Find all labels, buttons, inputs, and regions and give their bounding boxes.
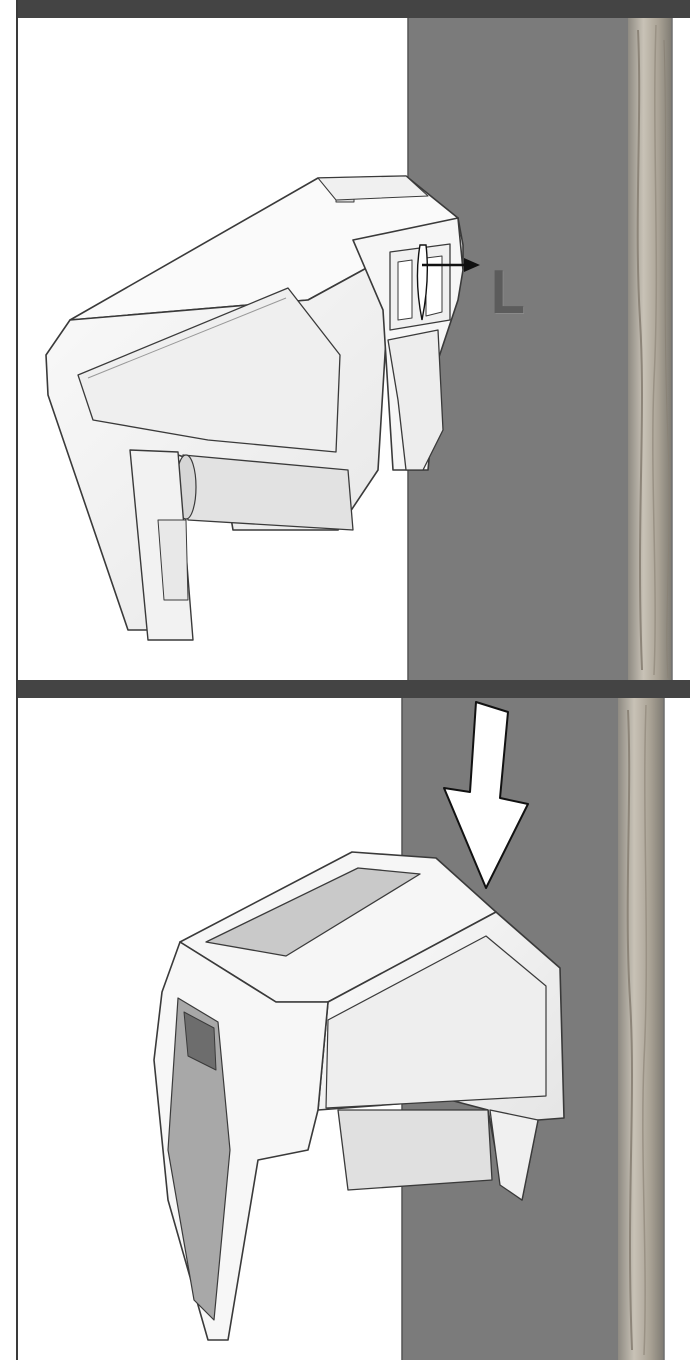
measurement-label: L bbox=[491, 262, 525, 324]
wood-stud bbox=[618, 698, 664, 1360]
illustration-device-on-wall bbox=[18, 0, 690, 680]
laser-device bbox=[46, 176, 463, 640]
illustration-device-sliding-down bbox=[18, 680, 690, 1360]
figure-panel-2 bbox=[16, 680, 690, 1360]
figure-panel-1: L bbox=[16, 0, 690, 680]
